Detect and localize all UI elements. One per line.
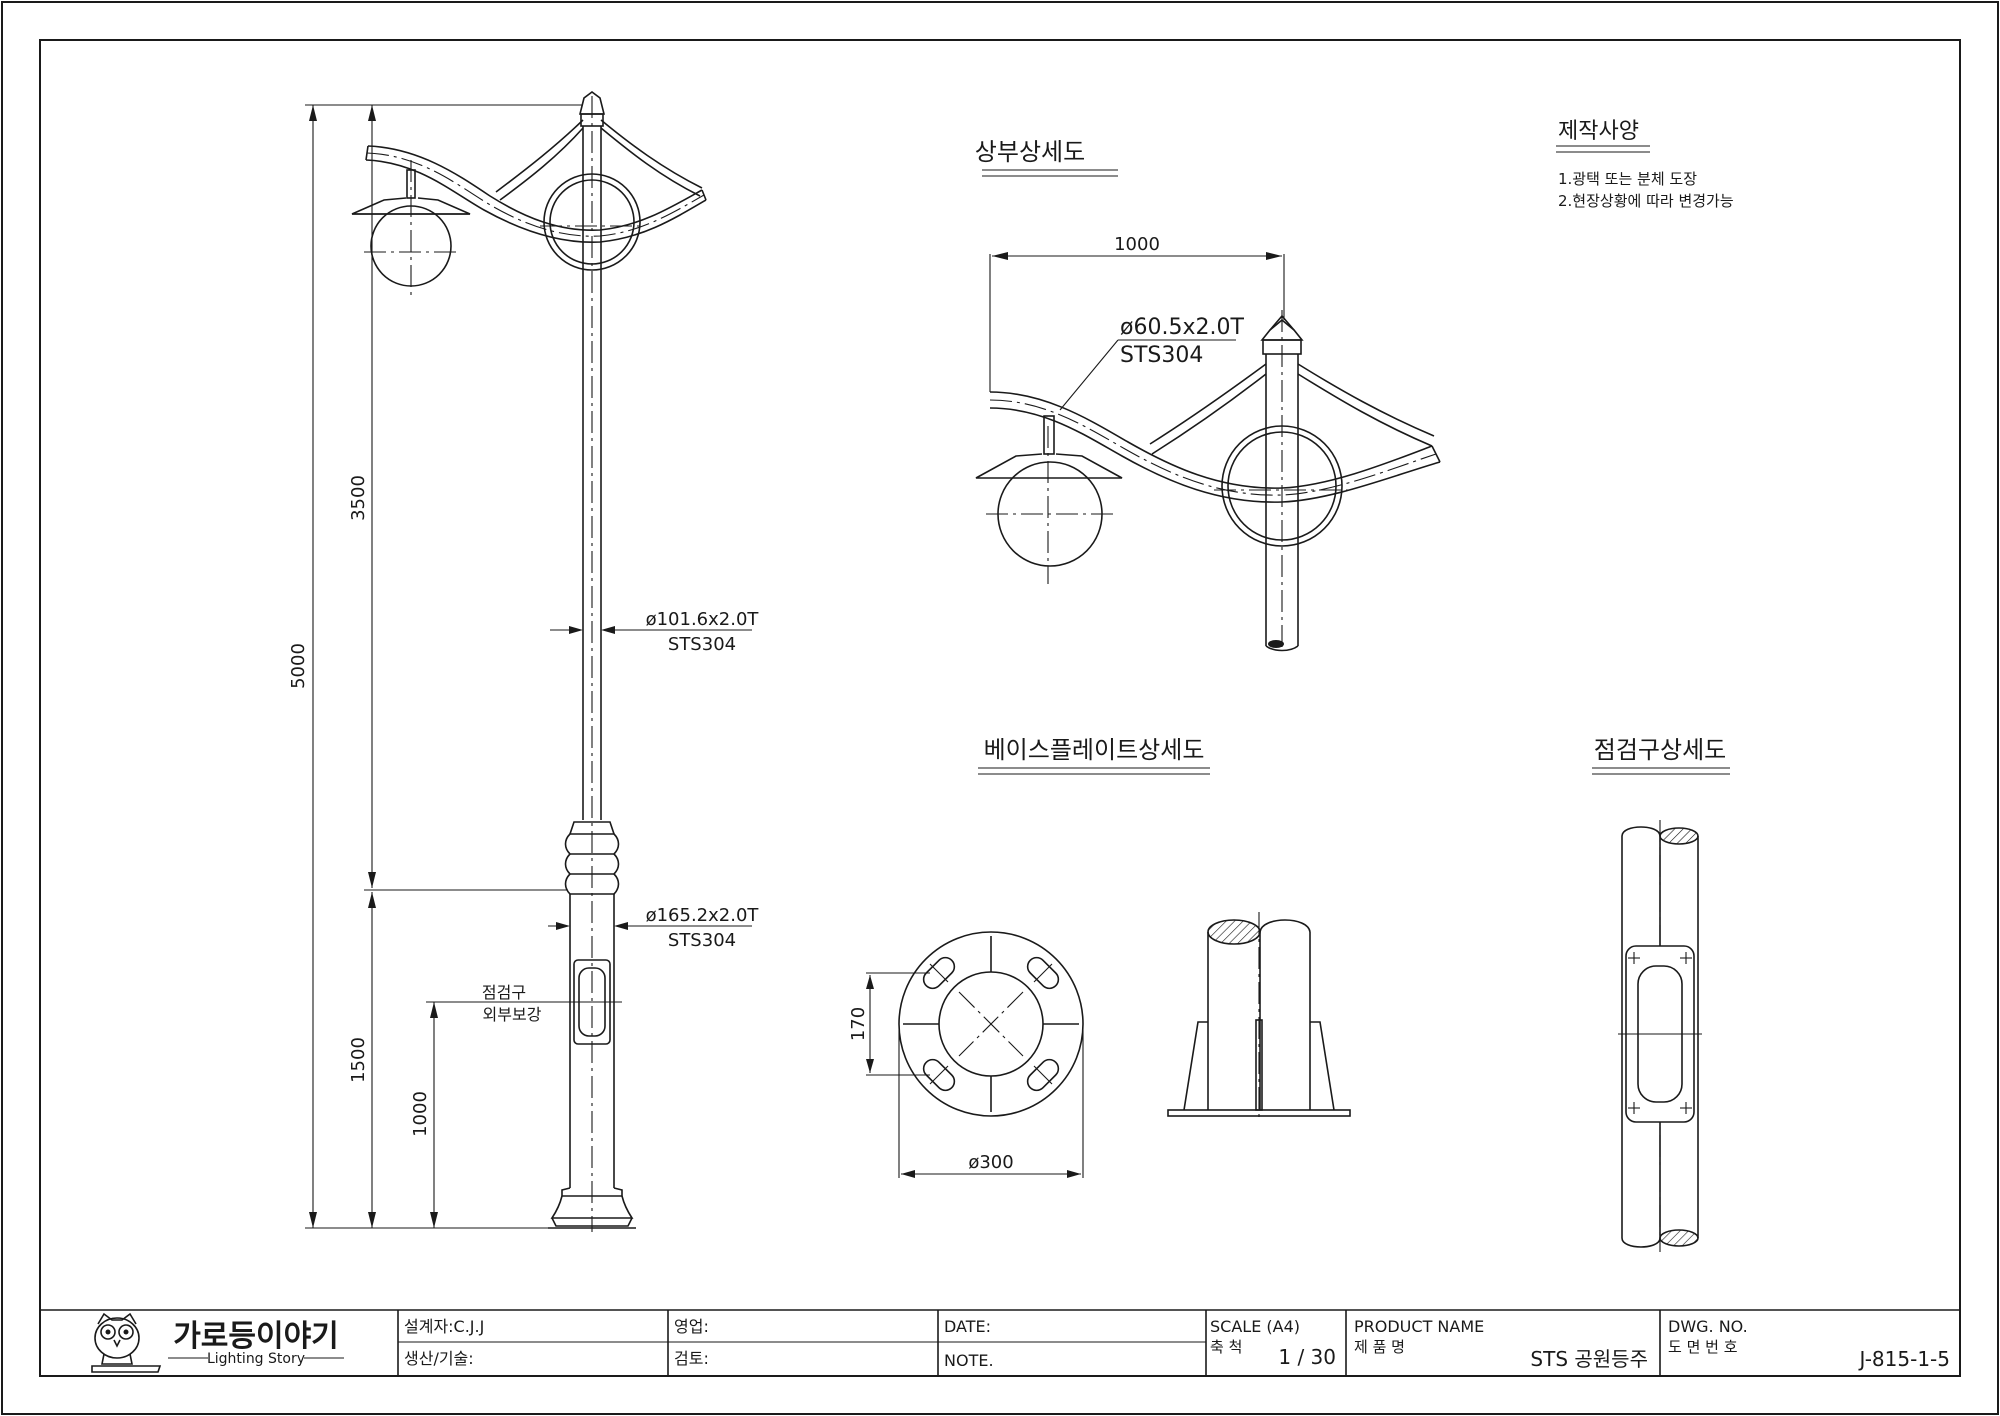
upper-pipe-material: STS304 (668, 634, 736, 655)
inspection-hatch-detail: 점검구상세도 (1592, 736, 1730, 1252)
logo-english: Lighting Story (207, 1351, 305, 1367)
owl-logo-icon (91, 1312, 162, 1373)
notes-title: 제작사양 (1558, 119, 1639, 144)
top-detail-title: 상부상세도 (975, 138, 1085, 166)
dim-lower-label: 1500 (348, 1037, 369, 1083)
base-plate-detail: 베이스플레이트상세도 170 ø300 (848, 736, 1351, 1178)
base-diameter-label: ø300 (968, 1152, 1013, 1173)
dim-hatch-height-label: 1000 (410, 1091, 431, 1137)
designer-field: 설계자:C.J.J (404, 1317, 484, 1336)
date-field: DATE: (944, 1317, 991, 1336)
dwg-value: J-815-1-5 (1858, 1347, 1950, 1371)
arm-spec: ø60.5x2.0T (1120, 315, 1244, 340)
scale-label: SCALE (A4) (1210, 1317, 1300, 1336)
top-width-label: 1000 (1114, 234, 1160, 255)
title-block: 가로등이야기 Lighting Story 설계자:C.J.J 생산/기술: 영… (40, 1309, 1960, 1376)
product-label: PRODUCT NAME (1354, 1317, 1484, 1336)
note-item-2: 2.현장상황에 따라 변경가능 (1558, 192, 1734, 210)
inner-border (39, 39, 1961, 1377)
note-field: NOTE. (944, 1351, 994, 1370)
base-detail-title: 베이스플레이트상세도 (984, 736, 1205, 764)
arm-material: STS304 (1120, 343, 1203, 368)
notes-block: 제작사양 1.광택 또는 분체 도장 2.현장상황에 따라 변경가능 (1556, 119, 1734, 210)
lower-pipe-material: STS304 (668, 930, 736, 951)
scale-value: 1 / 30 (1278, 1345, 1336, 1369)
lower-pipe-spec: ø165.2x2.0T (646, 905, 760, 926)
note-item-1: 1.광택 또는 분체 도장 (1558, 170, 1697, 188)
logo-korean: 가로등이야기 (173, 1319, 339, 1354)
bolt-dim-label: 170 (848, 1007, 869, 1041)
hatch-detail-title: 점검구상세도 (1594, 736, 1726, 764)
review-field: 검토: (674, 1349, 709, 1368)
dim-upper-label: 3500 (348, 475, 369, 521)
sales-field: 영업: (674, 1317, 709, 1336)
upper-pipe-spec: ø101.6x2.0T (646, 609, 760, 630)
scale-korean: 축 척 (1210, 1338, 1242, 1356)
top-detail-view: 상부상세도 1000 ø60.5x2.0T STS304 (975, 138, 1441, 652)
dim-total-label: 5000 (288, 643, 309, 689)
main-elevation-view: 5000 3500 1500 1000 (288, 91, 760, 1232)
dwg-label: DWG. NO. (1668, 1317, 1748, 1336)
product-value: STS 공원등주 (1530, 1347, 1648, 1371)
hatch-label-2: 외부보강 (483, 1005, 542, 1024)
product-korean: 제 품 명 (1354, 1338, 1405, 1356)
production-field: 생산/기술: (404, 1349, 474, 1368)
hatch-label-1: 점검구 (482, 983, 526, 1002)
dwg-korean: 도 면 번 호 (1668, 1338, 1738, 1356)
